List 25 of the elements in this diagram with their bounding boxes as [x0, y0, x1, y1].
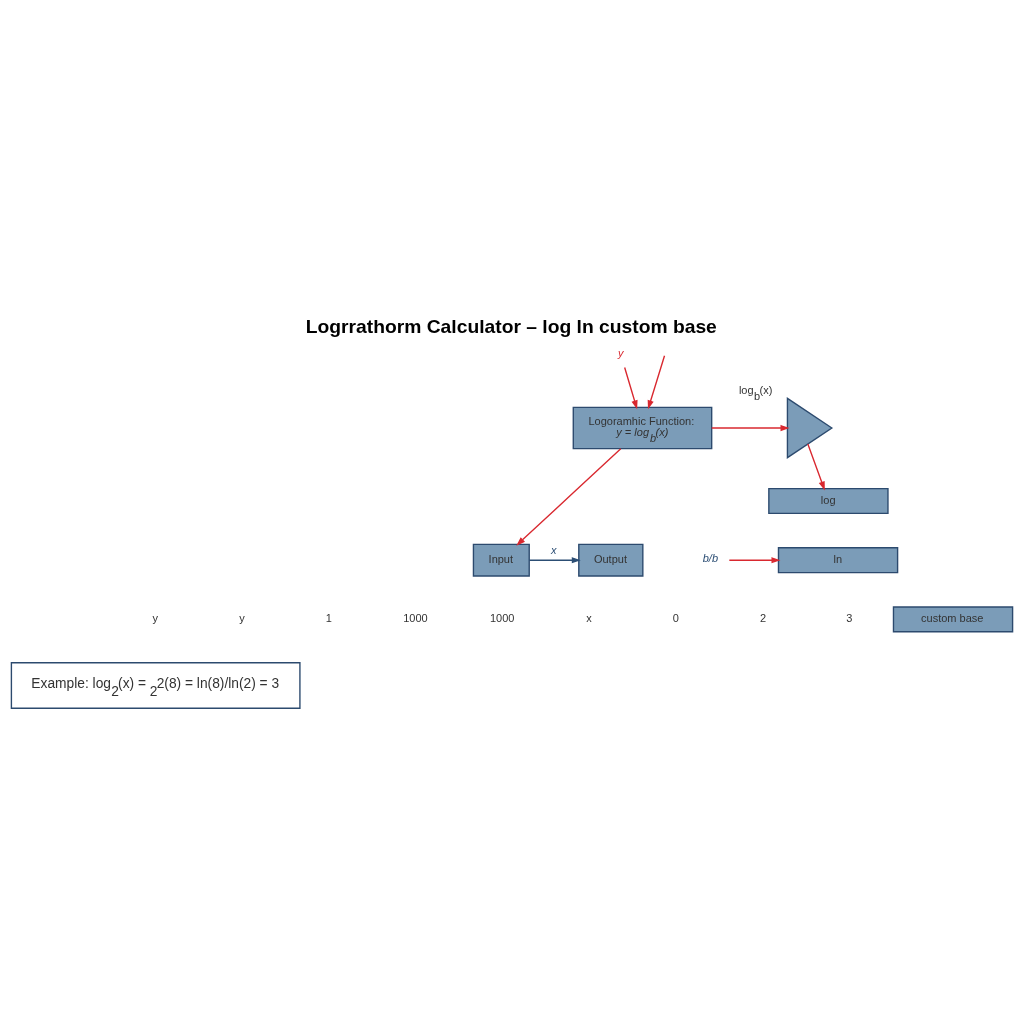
- label: 2: [759, 612, 767, 625]
- node-box: Input: [472, 543, 530, 577]
- node-box: Output: [578, 543, 644, 577]
- node-box: ln: [777, 547, 899, 574]
- label: y: [239, 612, 245, 625]
- label: 3: [846, 612, 853, 625]
- edge-label: x: [550, 543, 557, 556]
- arrow: [528, 557, 581, 564]
- node-text: b/b: [702, 552, 719, 565]
- arrow: [807, 443, 825, 491]
- node-text: y: [618, 346, 624, 359]
- label: 0: [672, 612, 679, 625]
- node-box: log: [768, 487, 889, 515]
- label: 1: [325, 612, 332, 625]
- label: 1000: [403, 612, 428, 625]
- label: y: [152, 612, 159, 625]
- label: 1000: [489, 612, 515, 625]
- arrow: [728, 557, 781, 564]
- arrow: [623, 366, 638, 410]
- node-box: custom base: [892, 606, 1014, 633]
- label: x: [586, 612, 592, 625]
- arrow: [647, 355, 666, 410]
- diagram-title: Logrrathorm Calculator – log ln custom base: [305, 316, 717, 338]
- arrow: [516, 448, 622, 546]
- arrow: [711, 424, 790, 432]
